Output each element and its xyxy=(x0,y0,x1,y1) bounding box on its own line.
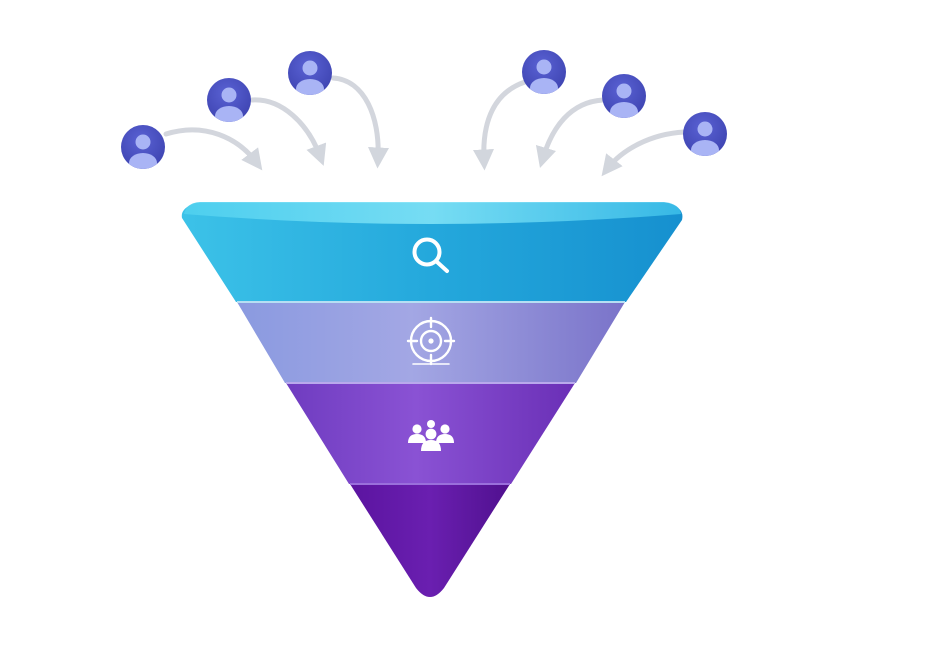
funnel xyxy=(181,202,683,597)
arrow-3 xyxy=(330,75,390,169)
group-icon xyxy=(408,420,454,451)
user-avatar-icon xyxy=(602,74,646,118)
search-icon xyxy=(412,237,449,273)
funnel-stage-1 xyxy=(181,203,683,302)
arrow-5 xyxy=(535,97,606,169)
user-avatar-icon xyxy=(207,78,251,122)
user-avatar-icon xyxy=(121,125,165,169)
inflow-arrows xyxy=(163,75,687,177)
arrow-4 xyxy=(472,79,528,171)
user-avatar-icon xyxy=(288,51,332,95)
people-group xyxy=(121,50,727,169)
user-avatar-icon xyxy=(522,50,566,94)
funnel-stage-4 xyxy=(350,484,510,597)
user-avatar-icon xyxy=(683,112,727,156)
arrow-6 xyxy=(601,129,687,177)
target-icon xyxy=(406,316,456,366)
funnel-rim xyxy=(184,202,681,224)
arrow-2 xyxy=(249,97,327,166)
arrow-1 xyxy=(163,127,263,171)
